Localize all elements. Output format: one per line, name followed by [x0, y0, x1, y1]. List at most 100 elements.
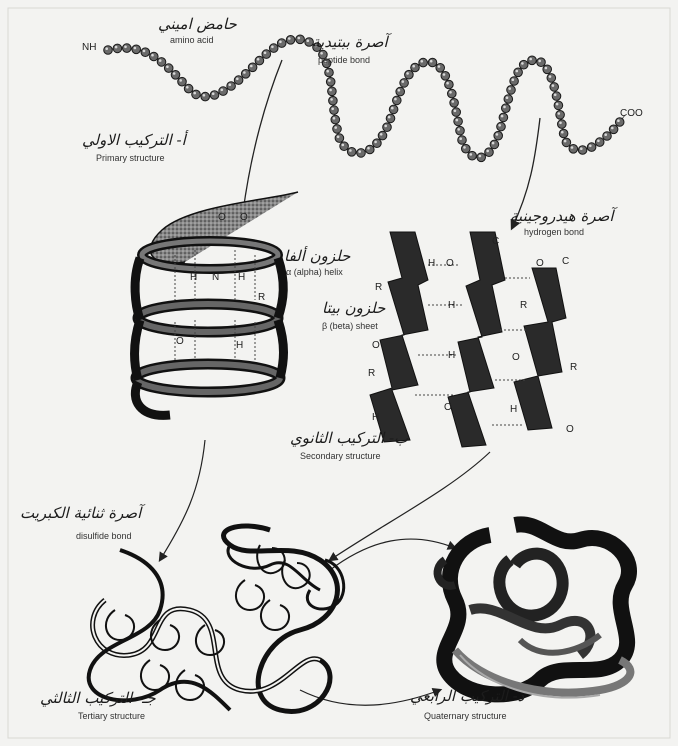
amino-acid-bead-highlight [134, 47, 137, 50]
amino-acid-bead-highlight [203, 94, 206, 97]
arrow-to-alpha-helix [243, 60, 282, 212]
amino-acid-bead [330, 106, 339, 115]
amino-acid-bead-highlight [506, 96, 509, 99]
helix-atom-h: H [238, 272, 245, 283]
amino-acid-bead [296, 35, 305, 44]
beta-sheet-label-en: β (beta) sheet [322, 322, 378, 332]
amino-acid-bead [537, 58, 546, 67]
amino-acid-bead [201, 92, 210, 101]
disulfide-bond-label-ar: آصرة ثنائية الكبريت [20, 505, 141, 522]
amino-acid-bead [452, 108, 461, 117]
peptide-bond-label-en: peptide bond [318, 56, 370, 66]
sheet-atom-r: R [375, 282, 382, 293]
helix-atom-r: R [258, 292, 265, 303]
amino-acid-bead [490, 140, 499, 149]
hydrogen-bond-label-en: hydrogen bond [524, 228, 584, 238]
amino-acid-bead [164, 64, 173, 73]
amino-acid-bead-highlight [456, 119, 459, 122]
quaternary-structure-fold [438, 524, 631, 697]
amino-acid-bead-highlight [221, 89, 224, 92]
amino-acid-bead-highlight [330, 98, 333, 101]
amino-acid-bead [562, 138, 571, 147]
sheet-atom-r: R [368, 368, 375, 379]
amino-acid-bead [373, 139, 382, 148]
amino-acid-bead-highlight [333, 117, 336, 120]
amino-acid-bead-highlight [329, 89, 332, 92]
quaternary-structure-label-en: Quaternary structure [424, 712, 507, 722]
amino-acid-bead-highlight [454, 110, 457, 113]
c-terminus-label: COO [620, 108, 643, 119]
amino-acid-bead-highlight [374, 141, 377, 144]
amino-acid-bead [141, 48, 150, 57]
amino-acid-bead-highlight [561, 131, 564, 134]
amino-acid-bead [277, 39, 286, 48]
peptide-bond-label-ar: آصرة ببتيدية [312, 34, 388, 51]
amino-acid-bead-highlight [143, 50, 146, 53]
amino-acid-bead-highlight [459, 137, 462, 140]
amino-acid-bead [178, 77, 187, 86]
amino-acid-bead [340, 142, 349, 151]
amino-acid-bead-highlight [331, 108, 334, 111]
disulfide-bond-label-en: disulfide bond [76, 532, 132, 542]
amino-acid-bead [554, 101, 563, 110]
amino-acid-bead-highlight [580, 147, 583, 150]
amino-acid-bead [132, 45, 141, 54]
amino-acid-bead-highlight [498, 124, 501, 127]
amino-acid-bead [255, 56, 264, 65]
sheet-atom-o: O [512, 352, 520, 363]
primary-structure-label-en: Primary structure [96, 154, 165, 164]
amino-acid-bead [286, 36, 295, 45]
amino-acid-bead-highlight [298, 37, 301, 40]
amino-acid-bead [326, 78, 335, 87]
amino-acid-bead [157, 58, 166, 67]
amino-acid-bead [366, 145, 375, 154]
amino-acid-bead-highlight [549, 75, 552, 78]
amino-acid-bead [393, 96, 402, 105]
amino-acid-bead-highlight [538, 60, 541, 63]
amino-acid-bead [578, 146, 587, 155]
amino-acid-bead [329, 96, 338, 105]
amino-acid-bead-highlight [398, 89, 401, 92]
amino-acid-bead [357, 149, 366, 158]
amino-acid-bead [192, 90, 201, 99]
amino-acid-bead [328, 87, 337, 96]
amino-acid-bead-highlight [446, 82, 449, 85]
helix-atom-n: N [212, 272, 219, 283]
amino-acid-bead-highlight [438, 65, 441, 68]
amino-acid-bead-highlight [496, 133, 499, 136]
amino-acid-bead [269, 44, 278, 53]
amino-acid-bead [499, 113, 508, 122]
amino-acid-bead [547, 74, 556, 83]
amino-acid-bead-highlight [492, 142, 495, 145]
amino-acid-bead-highlight [151, 54, 154, 57]
amino-acid-bead [448, 89, 457, 98]
amino-acid-bead-highlight [394, 98, 397, 101]
sheet-atom-r: R [520, 300, 527, 311]
amino-acid-bead [595, 138, 604, 147]
amino-acid-bead [458, 136, 467, 145]
amino-acid-bead-highlight [236, 78, 239, 81]
amino-acid-bead [468, 151, 477, 160]
amino-acid-bead-highlight [115, 46, 118, 49]
amino-acid-bead [528, 56, 537, 65]
amino-acid-bead-highlight [380, 133, 383, 136]
quaternary-structure-label-ar: د- التركيب الرابعي [410, 688, 524, 705]
secondary-structure-label-ar: ب- التركيب الثانوي [290, 430, 408, 447]
sheet-atom-h: H [372, 412, 379, 423]
amino-acid-bead [510, 77, 519, 86]
amino-acid-bead [335, 134, 344, 143]
amino-acid-bead-highlight [486, 150, 489, 153]
amino-acid-bead-highlight [288, 37, 291, 40]
amino-acid-bead [241, 70, 250, 79]
amino-acid-bead-highlight [449, 91, 452, 94]
amino-acid-bead [556, 111, 565, 120]
amino-acid-bead [445, 80, 454, 89]
tertiary-structure-fold [89, 526, 344, 711]
amino-acid-bead-highlight [179, 79, 182, 82]
sheet-atom-c: C [492, 236, 499, 247]
primary-structure-label-ar: أ- التركيب الاولي [82, 132, 186, 149]
amino-acid-bead-highlight [564, 140, 567, 143]
amino-acid-bead [383, 123, 392, 132]
amino-acid-bead-highlight [243, 71, 246, 74]
